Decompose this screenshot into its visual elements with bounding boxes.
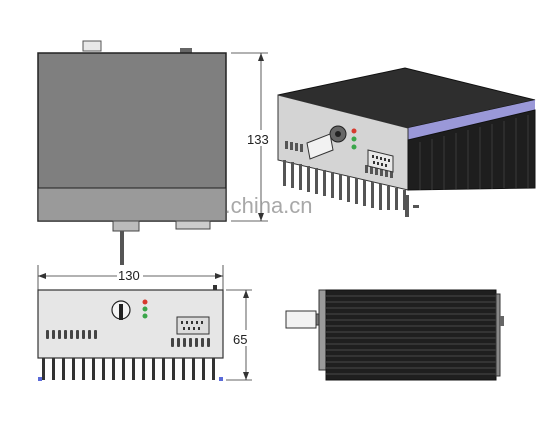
side-view <box>285 289 504 381</box>
watermark-text: en.china.cn <box>200 193 313 218</box>
iso-bottom-post <box>405 195 409 217</box>
side-heatsink-fins <box>326 295 496 375</box>
dimension-133: 133 <box>231 52 274 222</box>
front-led-red <box>142 299 148 305</box>
iso-heatsink-side <box>407 109 536 191</box>
top-port <box>175 220 211 230</box>
side-key <box>285 310 317 329</box>
top-front-strip <box>37 187 227 222</box>
side-rear-cap <box>495 293 501 377</box>
front-led-green-1 <box>142 306 148 312</box>
iso-bottom-fins <box>283 160 406 210</box>
front-db-connector <box>176 316 210 335</box>
dimension-label-133: 133 <box>247 132 269 147</box>
iso-key-switch <box>306 125 347 160</box>
iso-vent-slots <box>285 141 393 178</box>
dimension-label-130: 130 <box>118 268 140 283</box>
iso-heatsink-fins <box>419 115 529 190</box>
dimension-65: 65 <box>226 289 252 381</box>
dimension-label-65: 65 <box>233 332 247 347</box>
iso-accent-strip <box>408 100 535 140</box>
front-view <box>37 285 224 381</box>
dimension-130: 130 <box>37 265 224 290</box>
iso-bottom-tab <box>413 205 419 208</box>
front-vent-left <box>46 330 97 339</box>
top-connector <box>112 220 140 232</box>
front-led-green-2 <box>142 313 148 319</box>
top-screw <box>180 48 192 53</box>
side-rear-tab <box>500 316 504 326</box>
front-vent-right <box>171 338 210 347</box>
isometric-view <box>277 67 536 217</box>
iso-led-green-1 <box>351 136 357 142</box>
front-heatsink-fins <box>42 358 215 380</box>
iso-led-green-2 <box>351 144 357 150</box>
top-switch <box>82 40 102 52</box>
top-key-shaft <box>120 231 124 265</box>
iso-led-red <box>351 128 357 134</box>
top-view <box>37 40 227 265</box>
side-front-flange <box>318 289 327 371</box>
side-heatsink-body <box>325 289 497 381</box>
